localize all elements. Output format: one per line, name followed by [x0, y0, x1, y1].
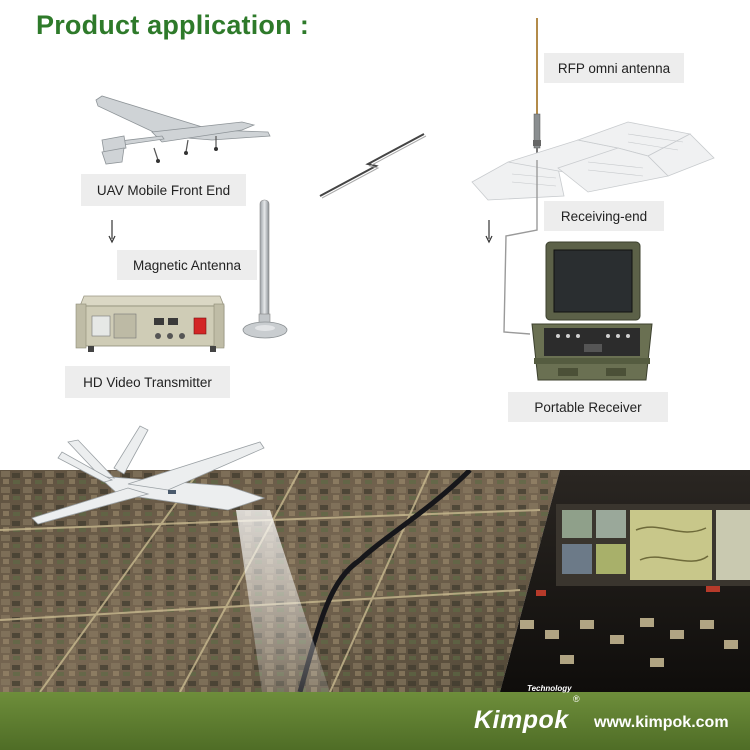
signal-zigzag-icon	[319, 133, 427, 199]
aerial-photo-area	[0, 470, 750, 692]
label-receiving-end: Receiving-end	[544, 201, 664, 231]
label-hd-transmitter: HD Video Transmitter	[65, 366, 230, 398]
registered-mark: ®	[573, 694, 580, 704]
portable-receiver-icon	[531, 241, 653, 381]
title-text: Product application	[36, 10, 292, 40]
label-rfp-antenna: RFP omni antenna	[544, 53, 684, 83]
aerial-map	[0, 470, 750, 692]
page-title: Product application:	[36, 10, 309, 41]
label-magnetic-antenna: Magnetic Antenna	[117, 250, 257, 280]
label-uav-front-end: UAV Mobile Front End	[81, 174, 246, 206]
building-icon	[471, 121, 715, 201]
transmitter-icon	[75, 295, 225, 352]
label-portable-receiver: Portable Receiver	[508, 392, 668, 422]
footer-bar	[0, 692, 750, 750]
arrow-down-icon	[108, 220, 116, 244]
brand-subtitle: Technology	[527, 684, 572, 693]
brand-logo: Kimpok	[474, 706, 569, 734]
antenna-cable	[503, 160, 538, 335]
uav-plane-icon	[95, 95, 271, 165]
title-colon: :	[299, 10, 310, 40]
predator-drone-icon	[31, 425, 266, 525]
website-link[interactable]: www.kimpok.com	[594, 714, 729, 731]
magnetic-antenna-icon	[242, 199, 288, 339]
arrow-down-icon	[485, 220, 493, 244]
